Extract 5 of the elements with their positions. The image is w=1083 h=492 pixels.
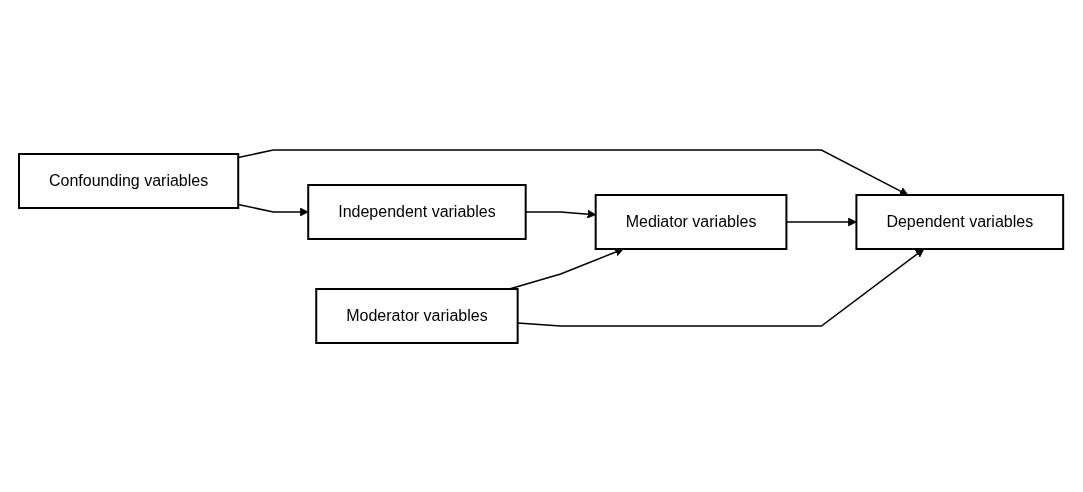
node-box: Independent variables [307, 183, 528, 240]
node-box: Confounding variables [18, 152, 240, 209]
node-box: Moderator variables [315, 287, 520, 344]
node-box: Dependent variables [855, 193, 1065, 250]
node-box: Mediator variables [595, 193, 788, 250]
